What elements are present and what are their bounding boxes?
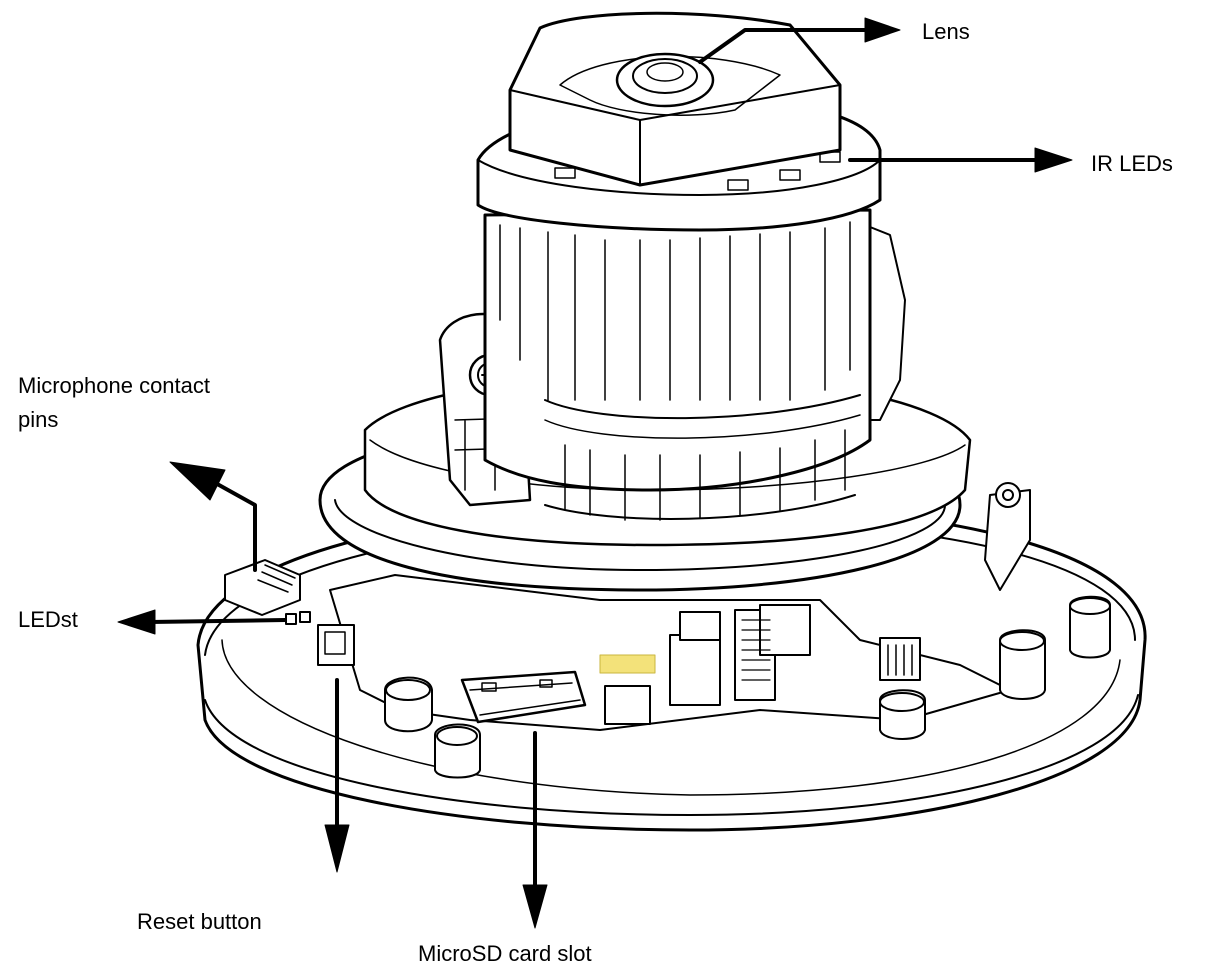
callout-arrows xyxy=(117,17,1073,929)
support-posts xyxy=(384,482,1111,779)
microsd-slot xyxy=(460,670,587,724)
pin-header xyxy=(879,637,921,681)
reset-button-label: Reset button xyxy=(137,909,262,934)
pcb-board xyxy=(224,559,1011,731)
connector-block xyxy=(604,604,811,725)
microphone-pins-label: Microphone contact pins xyxy=(18,369,210,437)
microsd-slot-label: MicroSD card slot xyxy=(418,941,592,966)
leds-label: LEDst xyxy=(18,607,78,632)
lens-arrow xyxy=(698,28,872,64)
lens-label: Lens xyxy=(922,19,970,44)
microphone-arrow xyxy=(208,478,257,572)
reset-button-part xyxy=(317,624,355,666)
leds-arrow xyxy=(148,618,287,624)
lens-module xyxy=(508,11,842,187)
microphone-label-line2: pins xyxy=(18,407,59,432)
microphone-pins-part xyxy=(224,559,301,616)
ir-leds-label: IR LEDs xyxy=(1091,151,1173,176)
camera-barrel xyxy=(483,208,872,521)
microphone-label-line1: Microphone contact xyxy=(18,373,210,398)
